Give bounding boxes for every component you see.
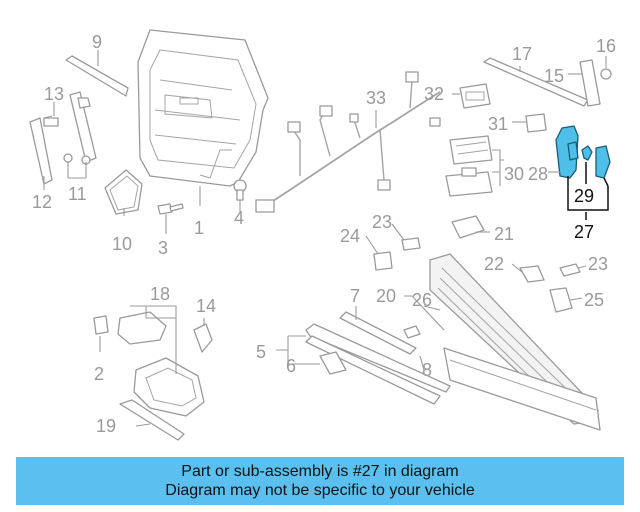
speaker-cover-10 xyxy=(104,169,143,215)
trim-strip-17 xyxy=(483,57,589,107)
banner-line-disclaimer: Diagram may not be specific to your vehi… xyxy=(165,482,475,499)
callout-24: 24 xyxy=(340,226,360,246)
callout-20: 20 xyxy=(376,286,396,306)
switch-31 xyxy=(525,113,547,133)
callout-1: 1 xyxy=(194,218,204,238)
callout-2: 2 xyxy=(94,364,104,384)
callout-21: 21 xyxy=(494,224,514,244)
callout-26: 26 xyxy=(412,290,432,310)
cover-14 xyxy=(193,323,213,353)
callout-10: 10 xyxy=(112,234,132,254)
callout-19: 19 xyxy=(96,416,116,436)
callout-18: 18 xyxy=(150,284,170,304)
callout-12: 12 xyxy=(32,192,52,212)
side-parts-group xyxy=(29,91,97,185)
callout-25: 25 xyxy=(584,290,604,310)
sill-trim-5 xyxy=(305,323,451,405)
trim-strip-7 xyxy=(339,311,417,355)
callout-6: 6 xyxy=(286,356,296,376)
callout-13: 13 xyxy=(44,84,64,104)
wiring-harness-33 xyxy=(255,71,441,213)
callout-27: 27 xyxy=(574,222,594,242)
handle-21 xyxy=(451,215,485,239)
callout-31: 31 xyxy=(488,114,508,134)
part-info-banner: Part or sub-assembly is #27 in diagram D… xyxy=(16,457,624,505)
callout-30: 30 xyxy=(504,164,524,184)
banner-line-part: Part or sub-assembly is #27 in diagram xyxy=(181,463,459,480)
callout-32: 32 xyxy=(424,84,444,104)
callout-4: 4 xyxy=(234,208,244,228)
door-trim-panel xyxy=(137,29,269,187)
callout-28: 28 xyxy=(528,164,548,184)
callout-29: 29 xyxy=(574,186,594,206)
highlighted-part-27 xyxy=(555,125,611,179)
clip-8 xyxy=(403,325,421,339)
switch-assembly-30 xyxy=(445,135,493,197)
pad-19 xyxy=(119,399,185,441)
callout-33: 33 xyxy=(366,88,386,108)
switch-32 xyxy=(459,83,491,109)
callout-17: 17 xyxy=(512,44,532,64)
callout-11: 11 xyxy=(68,184,87,204)
leader-lines xyxy=(43,50,607,427)
callout-15: 15 xyxy=(544,66,564,86)
callout-labels: 1 2 3 4 5 6 7 8 9 10 11 12 13 14 15 16 1… xyxy=(32,32,616,436)
clip-2 xyxy=(93,315,109,335)
small-parts-group xyxy=(373,237,581,313)
armrest-18 xyxy=(117,311,205,417)
callout-16: 16 xyxy=(596,36,616,56)
clip-16 xyxy=(600,68,612,80)
callout-14: 14 xyxy=(196,296,216,316)
callout-23b: 23 xyxy=(588,254,608,274)
trim-strip-9 xyxy=(65,55,129,97)
clip-4 xyxy=(233,179,247,201)
sunshade-26 xyxy=(429,253,601,431)
clip-6 xyxy=(319,351,347,375)
callout-3: 3 xyxy=(158,238,168,258)
screw-3 xyxy=(157,203,184,215)
callout-8: 8 xyxy=(422,360,432,380)
callout-23a: 23 xyxy=(372,212,392,232)
callout-5: 5 xyxy=(256,342,266,362)
parts-diagram: 1 2 3 4 5 6 7 8 9 10 11 12 13 14 15 16 1… xyxy=(29,29,616,441)
pillar-trim-15 xyxy=(579,59,601,107)
highlight-leaders xyxy=(567,162,609,220)
callout-9: 9 xyxy=(92,32,102,52)
callout-22: 22 xyxy=(484,254,504,274)
callout-7: 7 xyxy=(350,286,360,306)
